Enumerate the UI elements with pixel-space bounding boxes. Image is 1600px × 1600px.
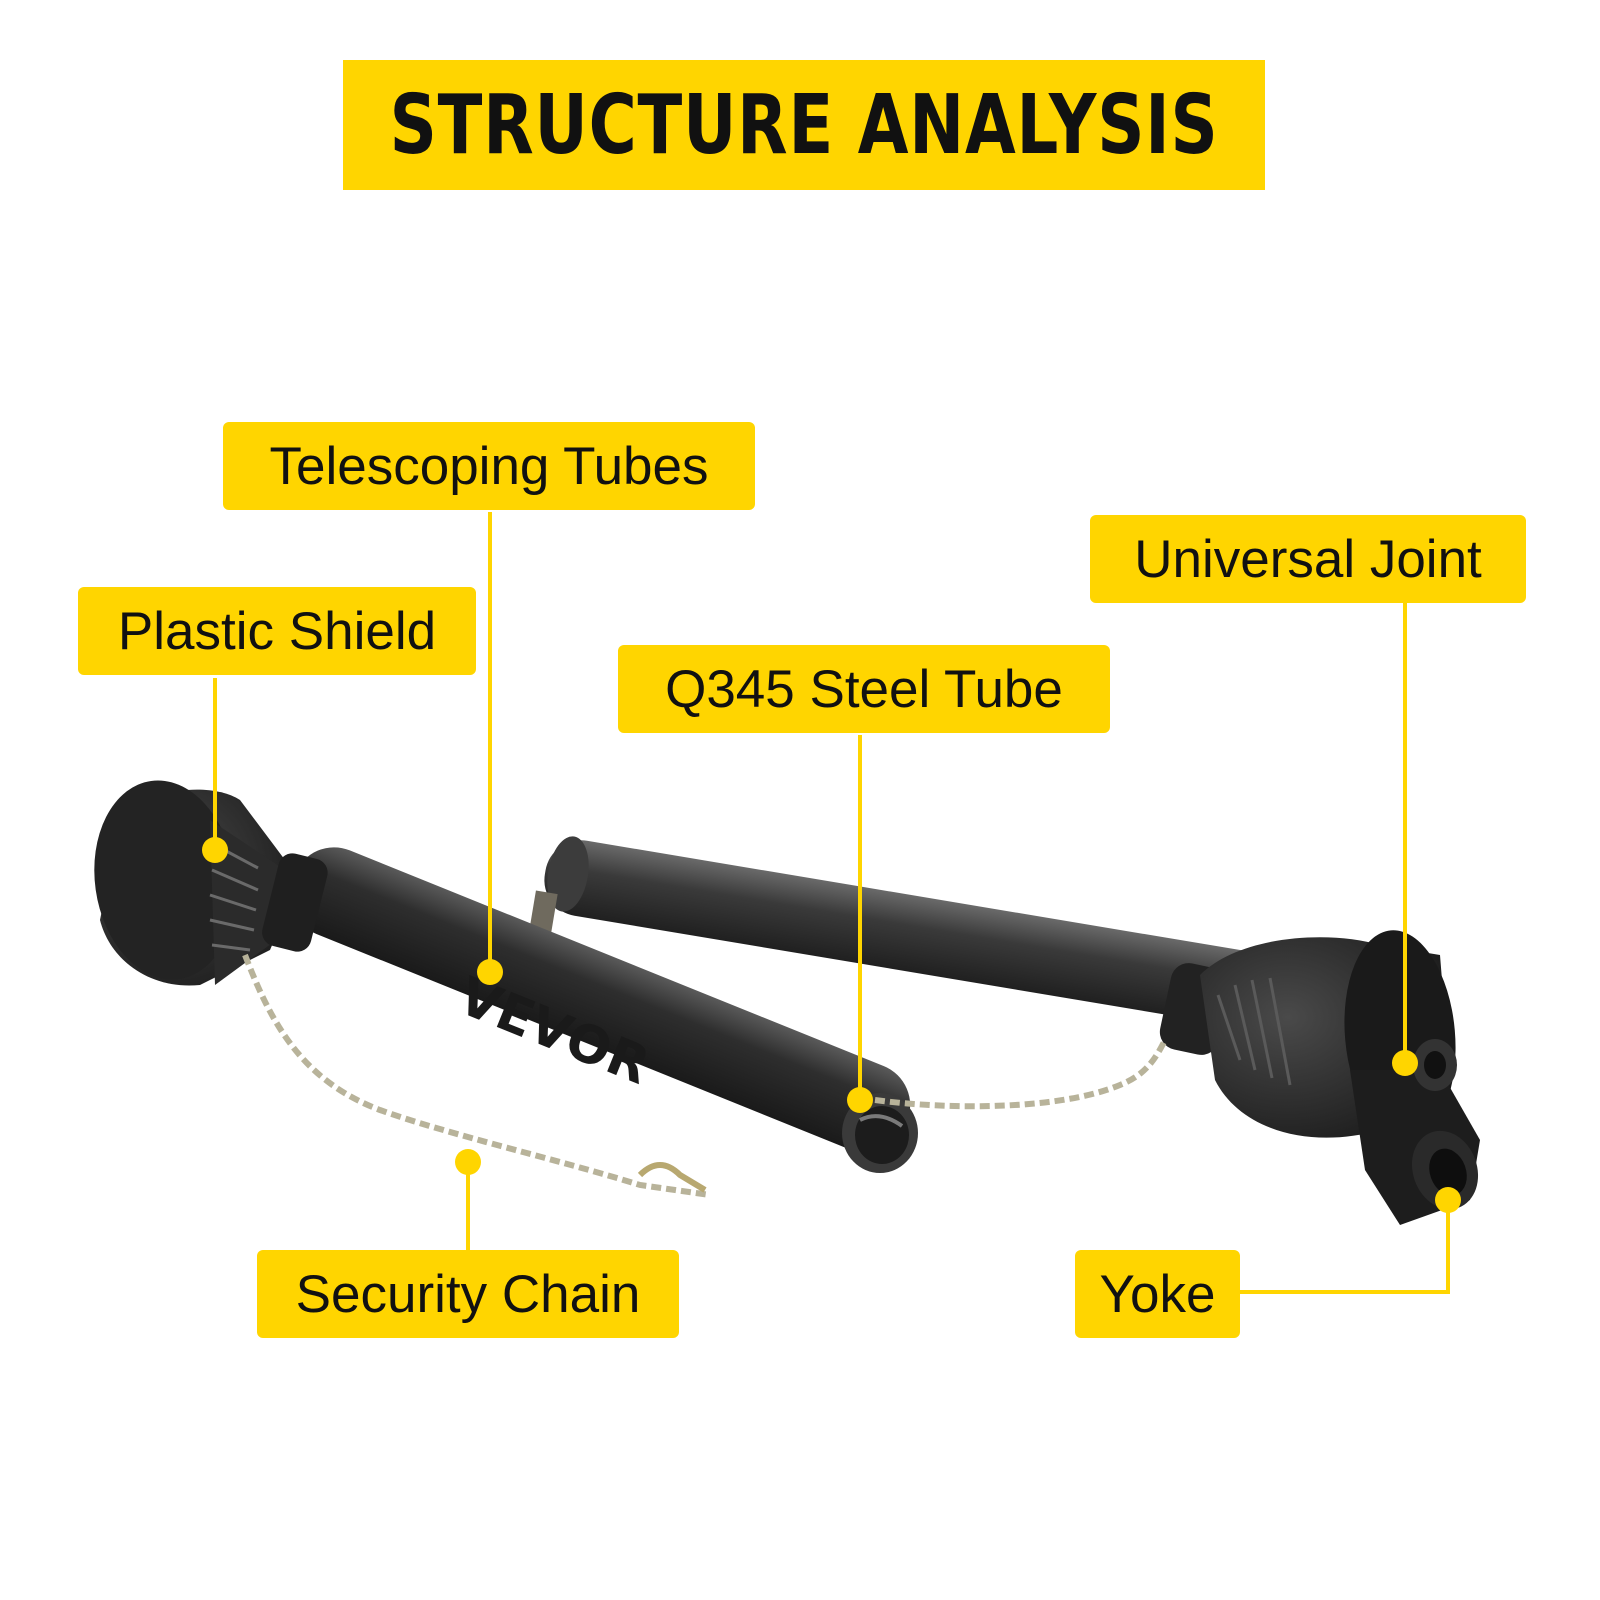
- label-yoke-text: Yoke: [1099, 1264, 1216, 1324]
- left-plastic-shield: [94, 780, 328, 986]
- left-security-chain: [242, 953, 711, 1198]
- label-telescoping-tubes-text: Telescoping Tubes: [269, 436, 709, 496]
- label-plastic-shield-text: Plastic Shield: [117, 601, 437, 661]
- chain-hook: [637, 1162, 707, 1193]
- label-security-chain-text: Security Chain: [295, 1264, 641, 1324]
- label-q345-steel-tube: Q345 Steel Tube: [618, 645, 1110, 733]
- label-universal-joint: Universal Joint: [1090, 515, 1526, 603]
- label-telescoping-tubes: Telescoping Tubes: [223, 422, 755, 510]
- page-title: STRUCTURE ANALYSIS: [389, 77, 1219, 173]
- label-yoke: Yoke: [1075, 1250, 1240, 1338]
- label-security-chain: Security Chain: [257, 1250, 679, 1338]
- label-plastic-shield: Plastic Shield: [78, 587, 476, 675]
- title-banner: STRUCTURE ANALYSIS: [343, 60, 1265, 190]
- label-q345-steel-tube-text: Q345 Steel Tube: [665, 659, 1063, 719]
- label-universal-joint-text: Universal Joint: [1134, 529, 1482, 589]
- right-security-chain: [874, 1038, 1168, 1110]
- right-shield-and-yoke: [1159, 930, 1480, 1225]
- lower-tube: [289, 847, 918, 1173]
